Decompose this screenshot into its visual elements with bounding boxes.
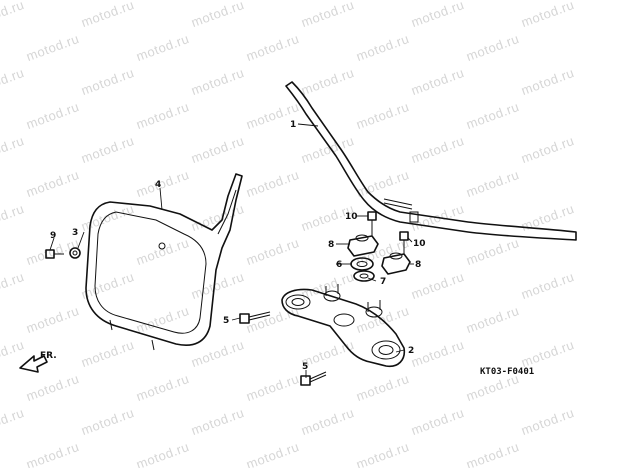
callout-bolt-5-left: 5 xyxy=(223,316,229,326)
callout-bolt-9: 9 xyxy=(50,231,56,241)
number-plate[interactable] xyxy=(85,173,243,351)
callout-holder-8-right: 8 xyxy=(415,260,421,270)
leader-lines xyxy=(49,123,414,378)
washer-3[interactable] xyxy=(69,247,81,259)
callout-top-bridge: 2 xyxy=(408,346,414,356)
callout-handlebar: 1 xyxy=(290,120,296,130)
bolt-5-left[interactable] xyxy=(239,311,271,324)
diagram-code: KT03-F0401 xyxy=(480,367,534,377)
handlebar[interactable] xyxy=(285,81,577,241)
callout-collar-6: 6 xyxy=(336,260,342,270)
front-direction-arrow: FR. xyxy=(19,351,57,373)
direction-label: FR. xyxy=(40,351,57,361)
callout-holder-8-left: 8 xyxy=(328,240,334,250)
callout-washer-3: 3 xyxy=(72,228,78,238)
top-bridge[interactable] xyxy=(281,284,406,368)
handlebar-holder-right[interactable] xyxy=(381,252,411,275)
callout-bolt-10-left: 10 xyxy=(345,212,358,222)
washer-7[interactable] xyxy=(353,270,375,282)
handlebar-holder-left[interactable] xyxy=(347,234,379,257)
callout-number-plate: 4 xyxy=(155,180,161,190)
callout-bolt-5-bottom: 5 xyxy=(302,362,308,372)
bolt-9[interactable] xyxy=(45,249,64,259)
collar-6[interactable] xyxy=(350,257,374,271)
bolt-10-right[interactable] xyxy=(399,231,409,254)
bolt-5-bottom[interactable] xyxy=(300,371,327,386)
callout-bolt-10-right: 10 xyxy=(413,239,426,249)
callout-washer-7: 7 xyxy=(380,277,386,287)
bolt-10-left[interactable] xyxy=(367,211,377,236)
